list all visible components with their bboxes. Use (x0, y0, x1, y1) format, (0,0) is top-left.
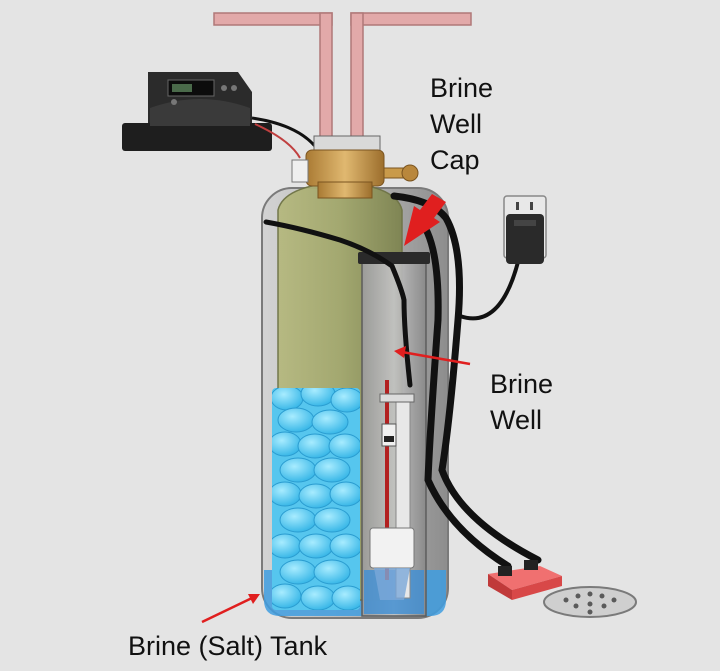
power-adapter-icon (506, 214, 544, 264)
brine-well-arrow (401, 350, 471, 366)
brine-well-cap-label: Brine Well Cap (430, 73, 494, 175)
brine-salt-tank-label: Brine (Salt) Tank (128, 631, 328, 661)
overflow-block (488, 560, 562, 600)
float-assembly-icon (369, 380, 415, 600)
drain-grate-icon (543, 586, 637, 618)
control-head-icon (122, 72, 272, 151)
valve-head (291, 135, 419, 199)
salt-pile (272, 388, 360, 610)
supply-pipes (213, 12, 472, 139)
label-arrows (201, 194, 471, 624)
hoses (263, 192, 542, 570)
brine-well-label: Brine Well (490, 369, 554, 435)
brine-tank-arrow (201, 596, 253, 624)
brine-well-cap-arrow (404, 194, 446, 246)
